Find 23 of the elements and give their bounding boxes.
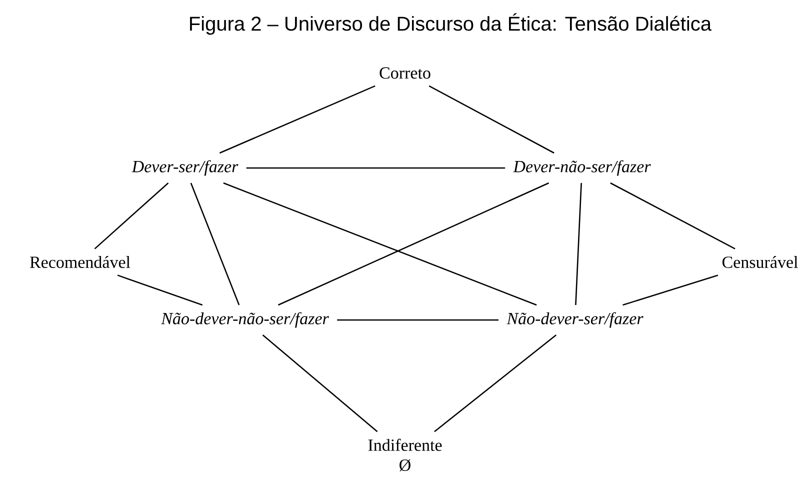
concept-label: Correto <box>380 67 430 79</box>
concept-label: Dever-ser/fazer <box>132 160 238 176</box>
connector-line <box>434 334 557 432</box>
connector-line <box>337 319 499 321</box>
connector-line <box>190 182 240 306</box>
concept-label: Dever-não-ser/fazer <box>513 160 651 176</box>
connector-line <box>610 182 736 250</box>
connector-line <box>428 85 554 154</box>
connector-line <box>94 182 169 250</box>
concept-label: Não-dever-ser/fazer <box>506 312 644 328</box>
connector-line <box>575 182 582 306</box>
connector-line <box>246 167 506 169</box>
concept-label: Não-dever-não-ser/fazer <box>161 312 329 328</box>
figure-title: Figura 2 – Universo de Discurso da Ética: Tensão Dialética <box>190 13 712 35</box>
connector-line <box>278 182 550 306</box>
connector-line <box>223 182 537 306</box>
concept-label: Indiferente Ø <box>368 438 442 472</box>
connector-line <box>219 85 376 154</box>
connector-line <box>262 334 378 432</box>
connector-line <box>622 274 718 306</box>
concept-label: Recomendável <box>30 256 130 268</box>
concept-label: Censurável <box>722 256 798 268</box>
connector-line <box>117 274 203 306</box>
